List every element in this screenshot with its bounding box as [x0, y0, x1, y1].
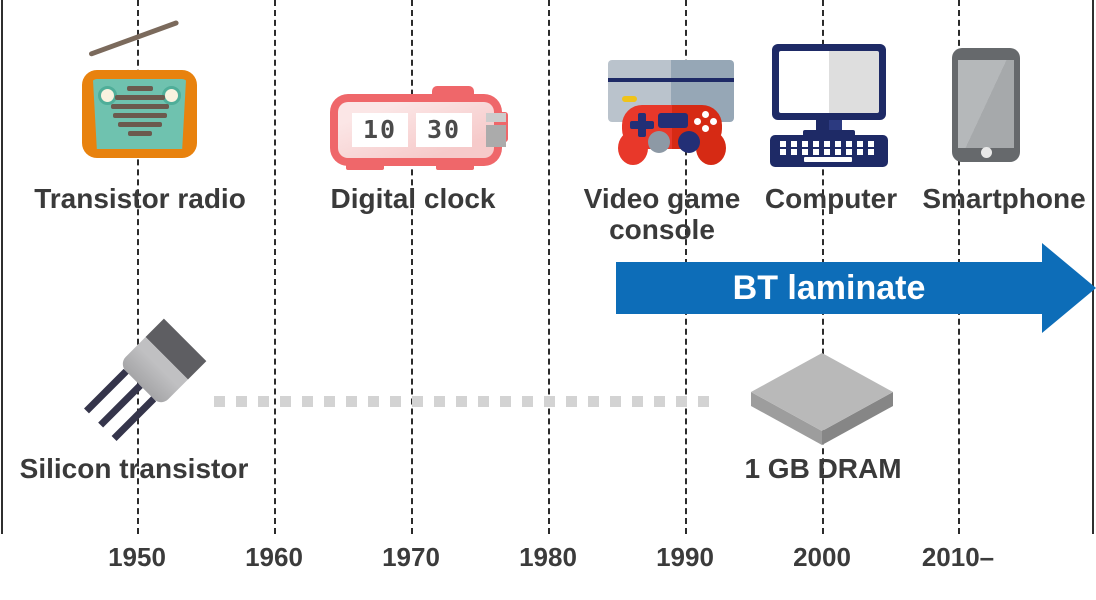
- gamepad-button-left: [694, 118, 701, 125]
- smartphone-screen: [958, 60, 1014, 148]
- silicon-transistor-icon: [78, 318, 207, 448]
- clock-button-large: [486, 125, 506, 147]
- clock-hours: 10: [352, 113, 408, 147]
- clock-face: 10 30: [338, 102, 506, 158]
- gamepad: [618, 105, 726, 165]
- year-label: 1950: [108, 542, 166, 572]
- dram-label: 1 GB DRAM: [744, 453, 902, 484]
- silicon-transistor-label: Silicon transistor: [19, 453, 249, 484]
- year-label: 1980: [519, 542, 577, 572]
- gamepad-button-bottom: [702, 125, 709, 132]
- monitor-neck: [816, 120, 842, 130]
- smartphone-label: Smartphone: [922, 183, 1086, 214]
- year-label: 2010–: [921, 542, 995, 572]
- keyboard-spacebar: [804, 157, 852, 162]
- year-label: 2000: [793, 542, 851, 572]
- game-console-label-line1: Video game: [583, 183, 741, 214]
- decade-gridline: [274, 0, 276, 534]
- decade-gridline: [137, 0, 139, 534]
- game-console-label-line2: console: [609, 214, 715, 245]
- smartphone-icon: [952, 48, 1020, 162]
- dram-chip-icon: [751, 353, 893, 445]
- gamepad-grip-right: [696, 131, 726, 165]
- clock-button-small: [486, 113, 506, 122]
- dotted-connector-line: [214, 396, 715, 407]
- decade-gridline: [548, 0, 550, 534]
- gamepad-touchpad: [658, 113, 688, 128]
- gamepad-dpad-vertical: [638, 113, 646, 137]
- computer-keyboard: [770, 135, 888, 167]
- smartphone-home-button: [981, 147, 992, 158]
- transistor-radio-label: Transistor radio: [34, 183, 246, 214]
- gamepad-button-top: [702, 111, 709, 118]
- keyboard-row2: [780, 149, 878, 155]
- radio-body: [82, 70, 197, 158]
- gamepad-stick-left: [648, 131, 670, 153]
- decade-gridline: [411, 0, 413, 534]
- gamepad-stick-right: [678, 131, 700, 153]
- monitor-base: [803, 130, 855, 137]
- radio-speaker-grill: [93, 86, 186, 140]
- radio-antenna: [88, 19, 180, 57]
- left-border-line: [1, 0, 3, 534]
- year-label: 1960: [245, 542, 303, 572]
- clock-minutes: 30: [416, 113, 472, 147]
- gamepad-button-right: [710, 118, 717, 125]
- radio-panel: [92, 79, 187, 149]
- year-label: 1990: [656, 542, 714, 572]
- computer-screen: [779, 51, 879, 113]
- console-top-slab: [608, 60, 734, 82]
- console-power-led: [622, 96, 637, 102]
- game-console-label: Video game console: [562, 183, 762, 245]
- computer-monitor: [772, 44, 886, 120]
- arrow-head: [1042, 243, 1096, 333]
- computer-label: Computer: [764, 183, 898, 214]
- digital-clock-label: Digital clock: [330, 183, 496, 214]
- arrow-body: BT laminate: [616, 262, 1042, 314]
- year-label: 1970: [382, 542, 440, 572]
- clock-body: 10 30: [330, 94, 506, 166]
- keyboard-row1: [780, 141, 878, 147]
